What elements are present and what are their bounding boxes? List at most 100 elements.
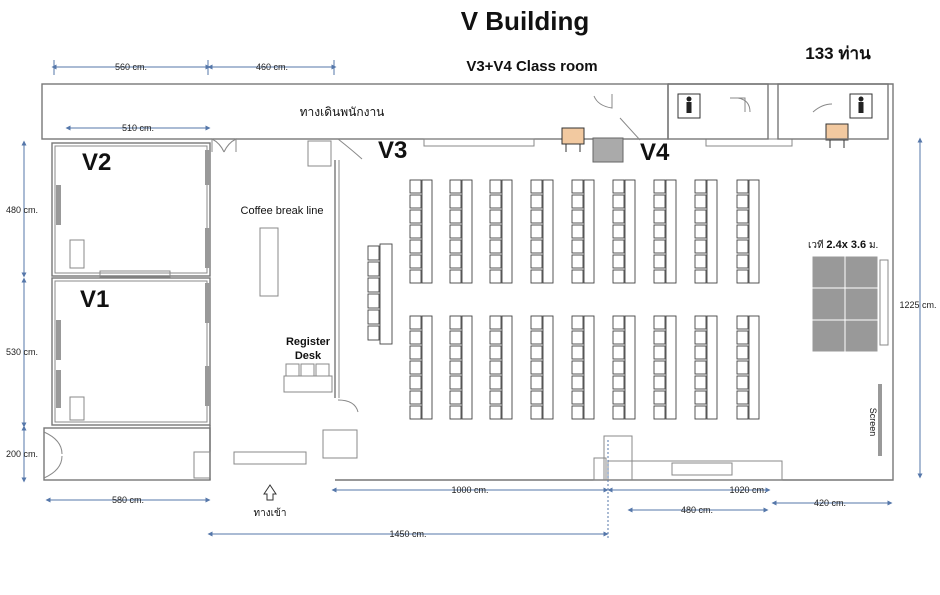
coffee-break-label: Coffee break line xyxy=(241,205,324,217)
chair xyxy=(736,345,749,360)
chair xyxy=(409,209,422,224)
chair xyxy=(694,405,707,420)
chair xyxy=(489,360,502,375)
whiteboard xyxy=(205,150,210,185)
chair xyxy=(571,254,584,269)
building-title: V Building xyxy=(461,6,590,36)
chair xyxy=(449,315,462,330)
whiteboard xyxy=(56,185,61,225)
chair xyxy=(694,239,707,254)
desk-row xyxy=(501,315,513,420)
chair xyxy=(653,254,666,269)
corridor-label: ทางเดินพนักงาน xyxy=(300,105,385,119)
stage xyxy=(811,255,879,353)
chair xyxy=(489,390,502,405)
chair xyxy=(571,239,584,254)
chair xyxy=(409,330,422,345)
stage-prefix: เวที xyxy=(808,239,826,251)
chair xyxy=(409,345,422,360)
room-v1-label: V1 xyxy=(80,286,109,313)
chair xyxy=(694,345,707,360)
chair xyxy=(530,224,543,239)
room-subtitle: V3+V4 Class room xyxy=(466,58,597,75)
restroom-left xyxy=(667,83,769,140)
chair xyxy=(530,330,543,345)
chair xyxy=(653,330,666,345)
control-desk xyxy=(592,137,624,163)
dimension-530: 530 cm. xyxy=(6,347,38,357)
chair xyxy=(367,309,380,325)
door xyxy=(812,103,833,113)
desk-row xyxy=(583,315,595,420)
restroom-icon xyxy=(677,93,701,119)
chair xyxy=(489,239,502,254)
chair xyxy=(653,269,666,284)
seating-area xyxy=(409,179,760,420)
capacity-label: 133 ท่าน xyxy=(805,44,871,63)
restroom-right xyxy=(777,83,889,140)
chair xyxy=(694,194,707,209)
desk-row xyxy=(748,179,760,284)
chair xyxy=(449,390,462,405)
chair xyxy=(736,194,749,209)
chair xyxy=(571,375,584,390)
desk-row xyxy=(706,315,718,420)
chair xyxy=(530,254,543,269)
desk-row xyxy=(706,179,718,284)
chair xyxy=(694,179,707,194)
register-desk xyxy=(283,375,333,393)
chair xyxy=(571,360,584,375)
chair xyxy=(449,269,462,284)
desk-row xyxy=(542,179,554,284)
chair xyxy=(694,254,707,269)
chair xyxy=(612,224,625,239)
chair xyxy=(612,360,625,375)
chair xyxy=(571,390,584,405)
chair xyxy=(409,375,422,390)
register-label-1: Register xyxy=(286,336,331,348)
chair xyxy=(694,360,707,375)
dimension-580: 580 cm. xyxy=(112,495,144,505)
chair xyxy=(694,209,707,224)
chair xyxy=(736,179,749,194)
wall-shelf xyxy=(423,138,535,147)
chair xyxy=(736,375,749,390)
chair xyxy=(653,239,666,254)
door xyxy=(593,94,641,141)
room-v3-label: V3 xyxy=(378,137,407,164)
screen xyxy=(878,384,882,456)
double-door xyxy=(211,138,237,153)
desk-row xyxy=(583,179,595,284)
door xyxy=(337,138,363,160)
chair xyxy=(409,269,422,284)
chair xyxy=(449,405,462,420)
chair xyxy=(530,209,543,224)
chair xyxy=(530,315,543,330)
projector-icon xyxy=(561,127,585,152)
chair xyxy=(736,239,749,254)
chair xyxy=(694,224,707,239)
front-desk xyxy=(607,460,783,481)
desk-row xyxy=(665,179,677,284)
chair xyxy=(694,375,707,390)
chair xyxy=(694,330,707,345)
stage-unit: ม. xyxy=(866,240,878,251)
chair xyxy=(571,194,584,209)
chair xyxy=(409,239,422,254)
dimension-1225: 1225 cm. xyxy=(899,300,936,310)
chair xyxy=(530,390,543,405)
chair xyxy=(409,179,422,194)
chair xyxy=(612,179,625,194)
chair xyxy=(409,315,422,330)
chair xyxy=(530,360,543,375)
restroom-icon xyxy=(849,93,873,119)
chair xyxy=(653,405,666,420)
chair xyxy=(612,345,625,360)
whiteboard xyxy=(56,370,61,408)
chair xyxy=(530,405,543,420)
chair xyxy=(736,224,749,239)
dimension-420: 420 cm. xyxy=(814,498,846,508)
desk-row xyxy=(542,315,554,420)
lectern xyxy=(69,239,85,269)
chair xyxy=(367,261,380,277)
